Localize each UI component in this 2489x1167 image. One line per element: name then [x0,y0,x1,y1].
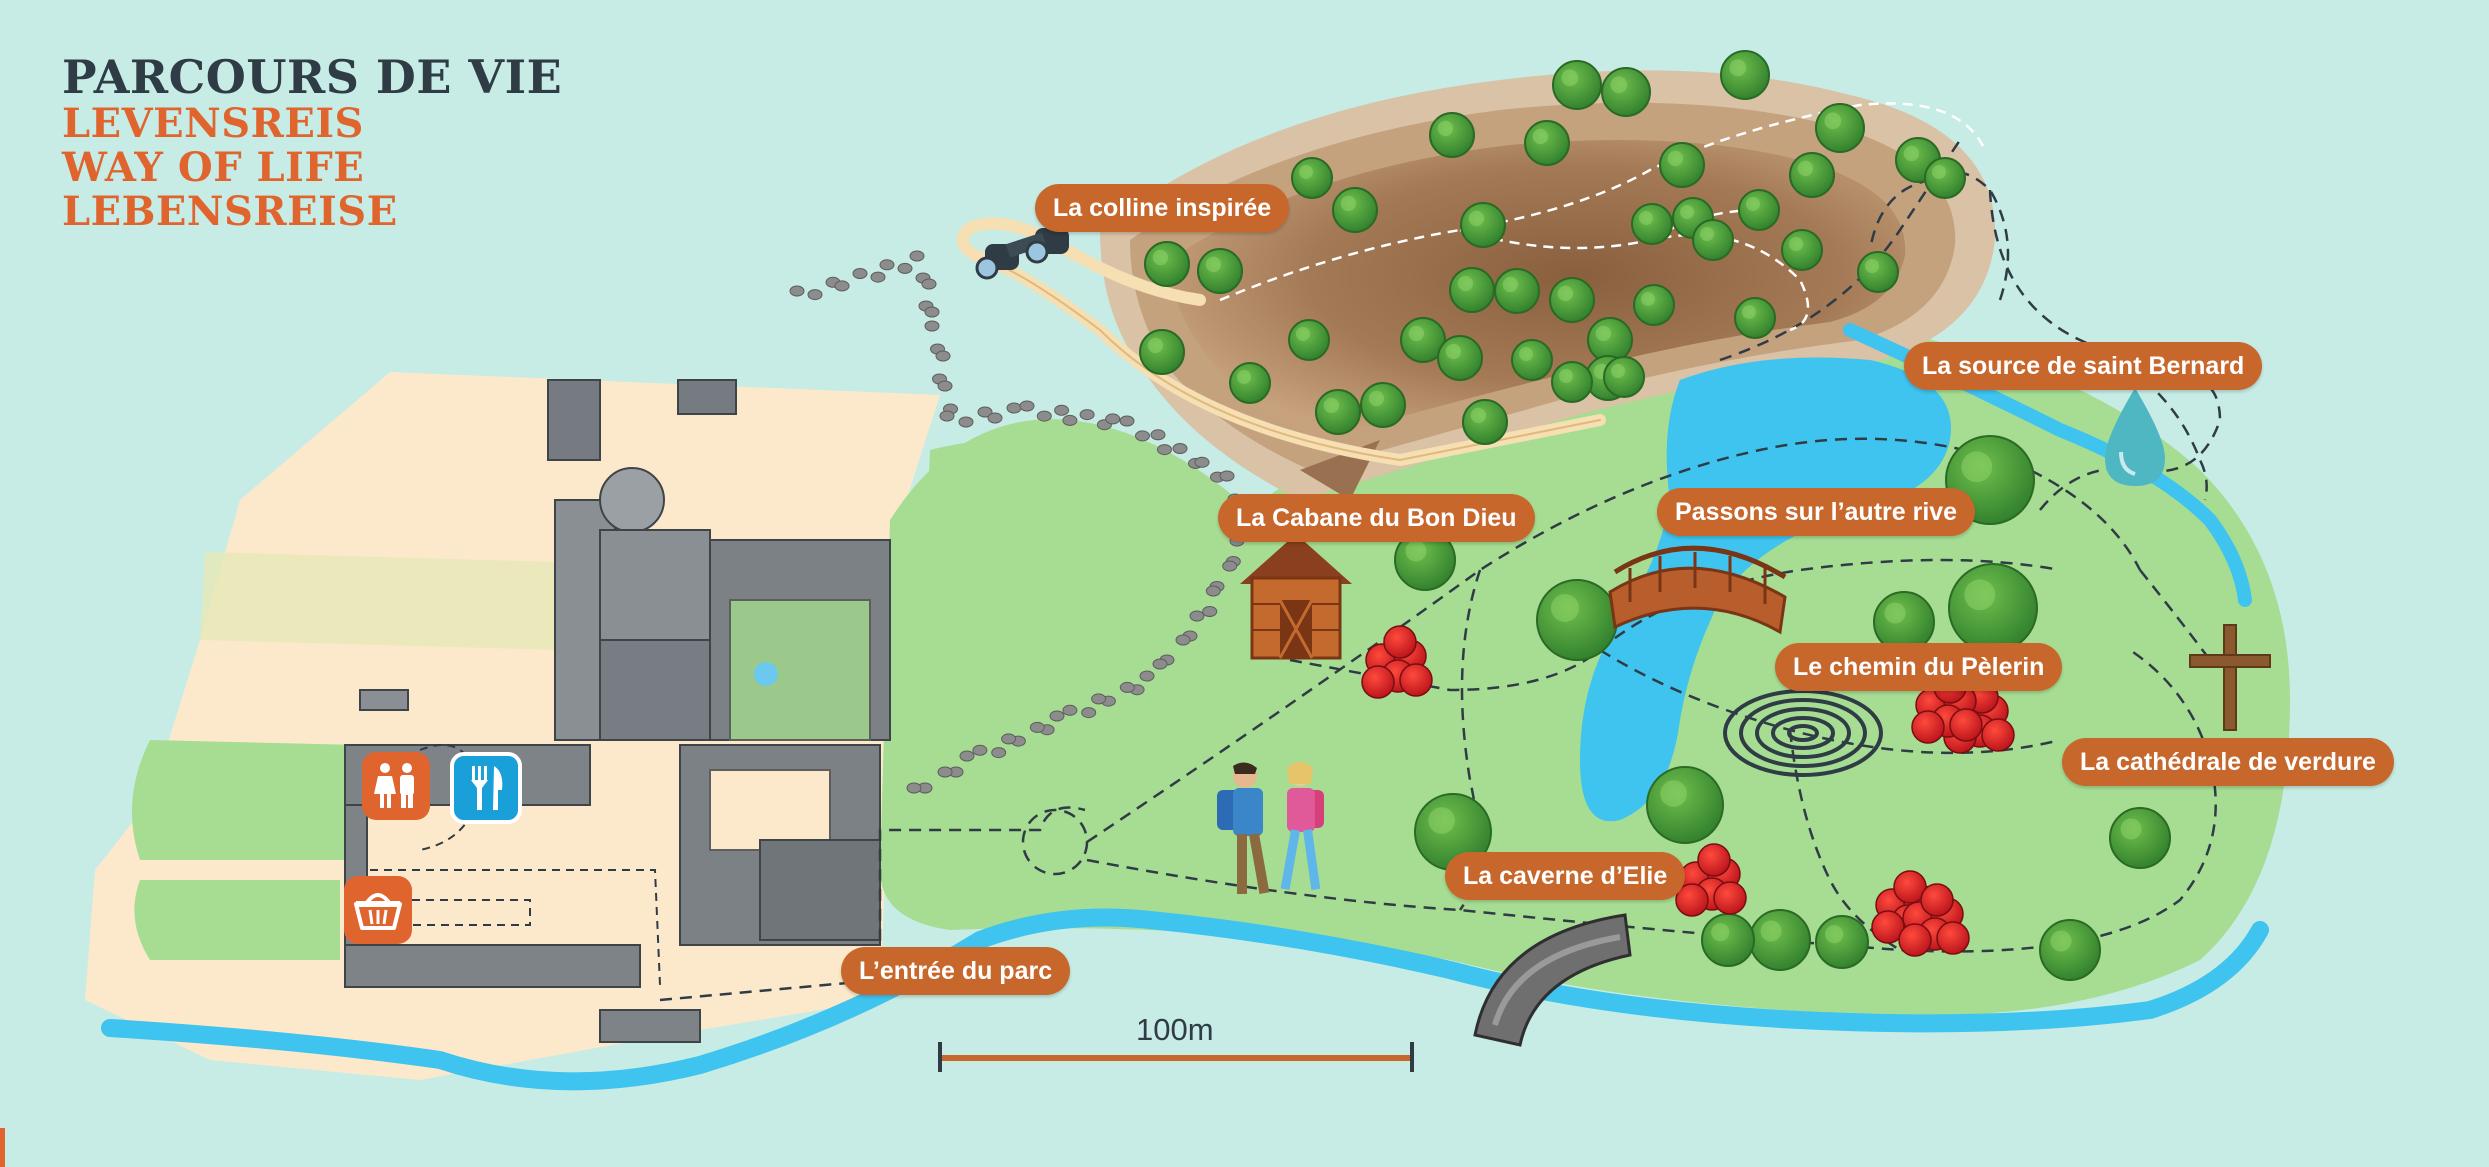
tree [1494,268,1540,314]
label-entree-parc[interactable]: L’entrée du parc [841,947,1071,995]
stone-bridge-icon [1473,913,1632,1047]
flower-bed [1361,625,1433,699]
hikers-icon [1217,762,1324,894]
tree [1659,142,1705,188]
tree [1551,361,1593,403]
tree [1197,248,1243,294]
tree [1924,157,1966,199]
cutlery-icon[interactable] [450,752,522,824]
title-translation-en: WAY OF LIFE [62,144,365,191]
tree [1789,152,1835,198]
tree [1449,267,1495,313]
tree [1701,913,1755,967]
tree [1815,915,1869,969]
lawn-strip [200,552,560,650]
tree [1857,251,1899,293]
tree [1229,362,1271,404]
tree [1332,187,1378,233]
label-autre-rive[interactable]: Passons sur l’autre rive [1657,488,1976,536]
tree [1462,399,1508,445]
tree [2039,919,2101,981]
tree [1601,67,1651,117]
map-title: PARCOURS DE VIE LEVENSREIS WAY OF LIFE L… [62,52,562,234]
label-colline-inspiree[interactable]: La colline inspirée [1035,184,1290,232]
scale-label: 100m [1136,1012,1214,1047]
label-caverne-elie[interactable]: La caverne d’Elie [1445,852,1686,900]
tree [1524,120,1570,166]
trees [1139,50,2171,981]
tree [1288,319,1330,361]
tree [1429,112,1475,158]
tree [1633,284,1675,326]
river-south [101,908,2269,1091]
tree [1587,317,1633,363]
tree [1646,766,1724,844]
tree [1738,189,1780,231]
label-chemin-pelerin[interactable]: Le chemin du Pèlerin [1775,643,2063,691]
label-cabane-bon-dieu[interactable]: La Cabane du Bon Dieu [1218,494,1535,542]
meadow-west [920,438,1222,790]
tree [1734,297,1776,339]
tree [1781,229,1823,271]
lawn-left [132,740,360,860]
tree [1720,50,1770,100]
title-translation-nl: LEVENSREIS [62,100,364,147]
tree [1549,277,1595,323]
label-source-saint-bernard[interactable]: La source de saint Bernard [1904,342,2263,390]
title-main: PARCOURS DE VIE [62,50,563,104]
tree [1631,203,1673,245]
toilets-icon[interactable] [362,752,430,820]
flower-beds [1361,625,2015,957]
tree [1291,157,1333,199]
tree [1692,219,1734,261]
tree [1144,241,1190,287]
toilets-glyph [374,763,414,808]
tree [2109,807,2171,869]
tree [1749,909,1811,971]
lawn-left-2 [134,880,340,960]
basket-glyph [354,893,402,930]
tree [1139,329,1185,375]
tree [1552,60,1602,110]
tree [1315,389,1361,435]
tree [1400,317,1446,363]
tree [1948,563,2038,653]
corner-mark [0,1128,5,1167]
labyrinth [1723,689,1883,777]
tree [1536,579,1618,661]
flower-bed [1898,883,1970,957]
wooden-bridge-icon [1608,545,1787,635]
tree [1603,356,1645,398]
cabin-icon [1240,534,1352,660]
cutlery-glyph [471,766,503,810]
pond [1580,357,1951,822]
tree [1360,382,1406,428]
tree [1460,202,1506,248]
tree [1394,529,1456,591]
abbey [344,379,891,1043]
tree [1511,339,1553,381]
binoculars-icon [975,228,1069,280]
title-translation-de: LEBENSREISE [62,188,398,235]
water-drop-icon [2105,388,2165,486]
tree [1815,103,1865,153]
basket-icon[interactable] [344,876,412,944]
flower-bed [1675,843,1747,917]
label-cathedrale-verdure[interactable]: La cathédrale de verdure [2062,738,2394,786]
tree [1437,335,1483,381]
cross-icon [2189,624,2271,731]
